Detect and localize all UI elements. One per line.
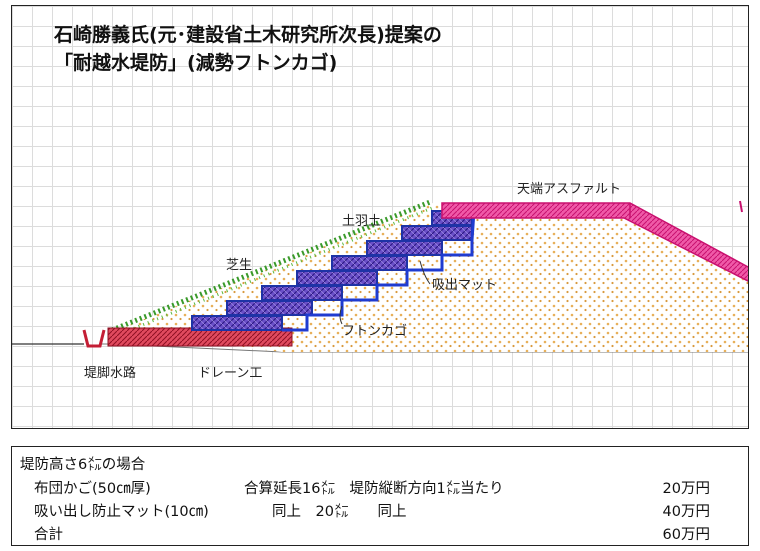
levee-cross-section <box>12 199 748 353</box>
cost-table: 堤防高さ6㍍の場合 布団かご(50㎝厚) 合算延長16㍍ 堤防縦断方向1㍍当たり… <box>11 446 749 546</box>
cost-row-item: 吸い出し防止マット(10㎝) <box>34 504 209 520</box>
cost-row-price: 20万円 <box>662 481 710 497</box>
title-line-1: 石崎勝義氏(元･建設省土木研究所次長)提案の <box>54 24 442 46</box>
label-futon-kago: フトンカゴ <box>342 324 408 339</box>
toe-channel-shape <box>82 329 106 348</box>
title-line-2: 「耐越水堤防」(減勢フトンカゴ) <box>54 52 338 74</box>
label-soil: 土羽土 <box>342 214 382 229</box>
suction-mat-line <box>282 210 476 332</box>
label-toe-channel: 堤脚水路 <box>84 366 137 381</box>
label-turf: 芝生 <box>226 258 253 273</box>
label-crown-asphalt: 天端アスファルト <box>517 182 622 197</box>
label-suction-mat: 吸出マット <box>432 278 498 293</box>
label-drain-work: ドレーン工 <box>198 366 263 381</box>
diagram-panel: 石崎勝義氏(元･建設省土木研究所次長)提案の 「耐越水堤防」(減勢フトンカゴ) … <box>11 5 749 429</box>
gabion-leader <box>339 305 343 325</box>
cost-total-price: 60万円 <box>662 527 710 543</box>
cost-row-spec: 合算延長16㍍ 堤防縦断方向1㍍当たり <box>244 481 504 497</box>
mat-leader <box>419 260 431 285</box>
cost-total-label: 合計 <box>34 527 63 543</box>
turf-slope-inner <box>119 206 433 336</box>
asphalt-tick <box>739 200 743 213</box>
cost-header: 堤防高さ6㍍の場合 <box>20 457 146 473</box>
cost-row-price: 40万円 <box>662 504 710 520</box>
gabion-steps <box>191 210 473 331</box>
cost-row-item: 布団かご(50㎝厚) <box>34 481 151 497</box>
cost-row-spec: 同上 20㍍ 同上 <box>272 504 407 520</box>
turf-slope <box>111 199 431 333</box>
